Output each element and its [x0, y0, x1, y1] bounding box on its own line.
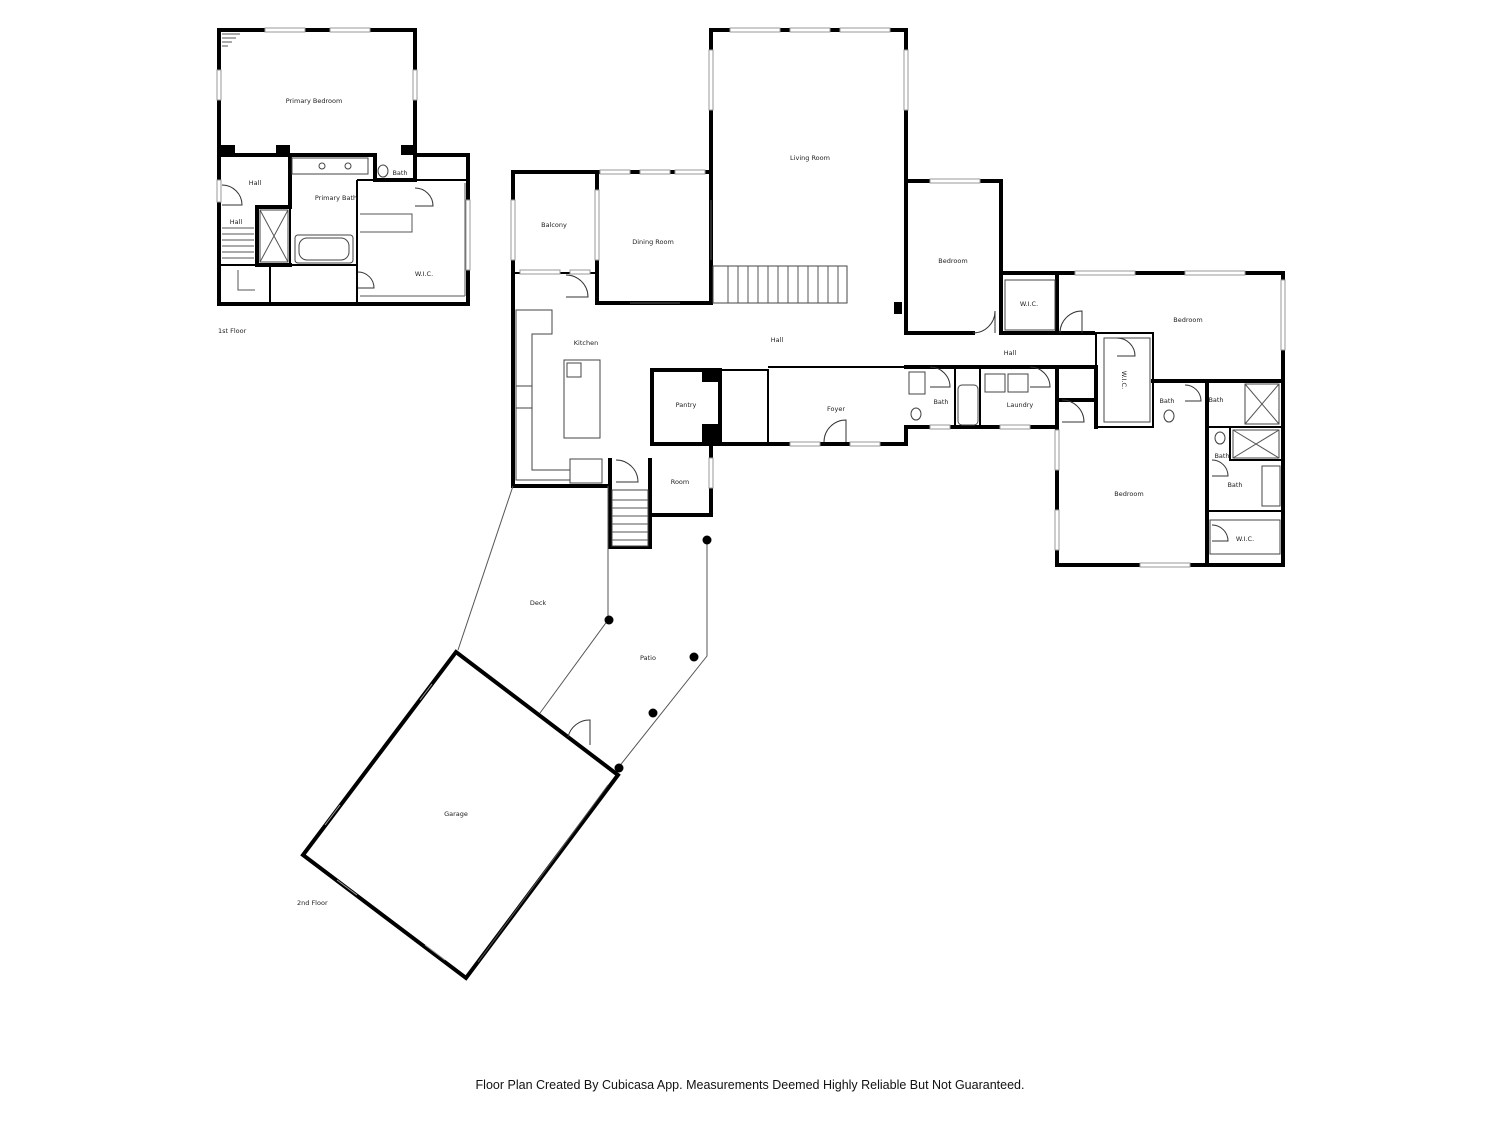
room-label-hall-upper: Hall — [249, 179, 262, 187]
room-label-primary-bath: Primary Bath — [315, 194, 357, 202]
floor-label-second: 2nd Floor — [297, 899, 328, 907]
floor-label-first: 1st Floor — [218, 327, 247, 335]
room-label-patio: Patio — [640, 654, 656, 662]
room-label-living-room: Living Room — [790, 154, 830, 162]
room-label-wic-c: W.I.C. — [1236, 535, 1254, 543]
room-label-bedroom-1: Bedroom — [938, 257, 967, 265]
room-label-bedroom-2: Bedroom — [1173, 316, 1202, 324]
room-label-bedroom-3: Bedroom — [1114, 490, 1143, 498]
room-label-wic-b: W.I.C. — [1120, 371, 1128, 389]
room-label-bath-e: Bath — [1227, 481, 1242, 489]
room-label-bath-b: Bath — [1159, 397, 1174, 405]
second-floor-plan — [300, 27, 1286, 981]
room-label-bath-c: Bath — [1208, 396, 1223, 404]
room-label-hall-main: Hall — [771, 336, 784, 344]
room-label-bath-a: Bath — [933, 398, 948, 406]
room-label-pantry: Pantry — [676, 401, 697, 409]
room-label-hall-east: Hall — [1004, 349, 1017, 357]
room-label-foyer: Foyer — [827, 405, 845, 413]
room-label-bath-d: Bath — [1214, 452, 1229, 460]
room-label-primary-bedroom: Primary Bedroom — [286, 97, 343, 105]
room-label-wic-1f: W.I.C. — [415, 270, 433, 278]
room-label-room: Room — [671, 478, 690, 486]
first-floor-plan — [216, 27, 471, 306]
footer-disclaimer: Floor Plan Created By Cubicasa App. Meas… — [475, 1078, 1025, 1092]
room-label-laundry: Laundry — [1007, 401, 1034, 409]
room-label-deck: Deck — [530, 599, 547, 607]
room-label-dining-room: Dining Room — [632, 238, 674, 246]
room-label-bath-1f: Bath — [392, 169, 407, 177]
room-label-wic-a: W.I.C. — [1020, 300, 1038, 308]
room-label-garage: Garage — [444, 810, 468, 818]
room-label-balcony: Balcony — [541, 221, 567, 229]
room-label-hall-lower: Hall — [230, 218, 243, 226]
room-label-kitchen: Kitchen — [574, 339, 598, 347]
